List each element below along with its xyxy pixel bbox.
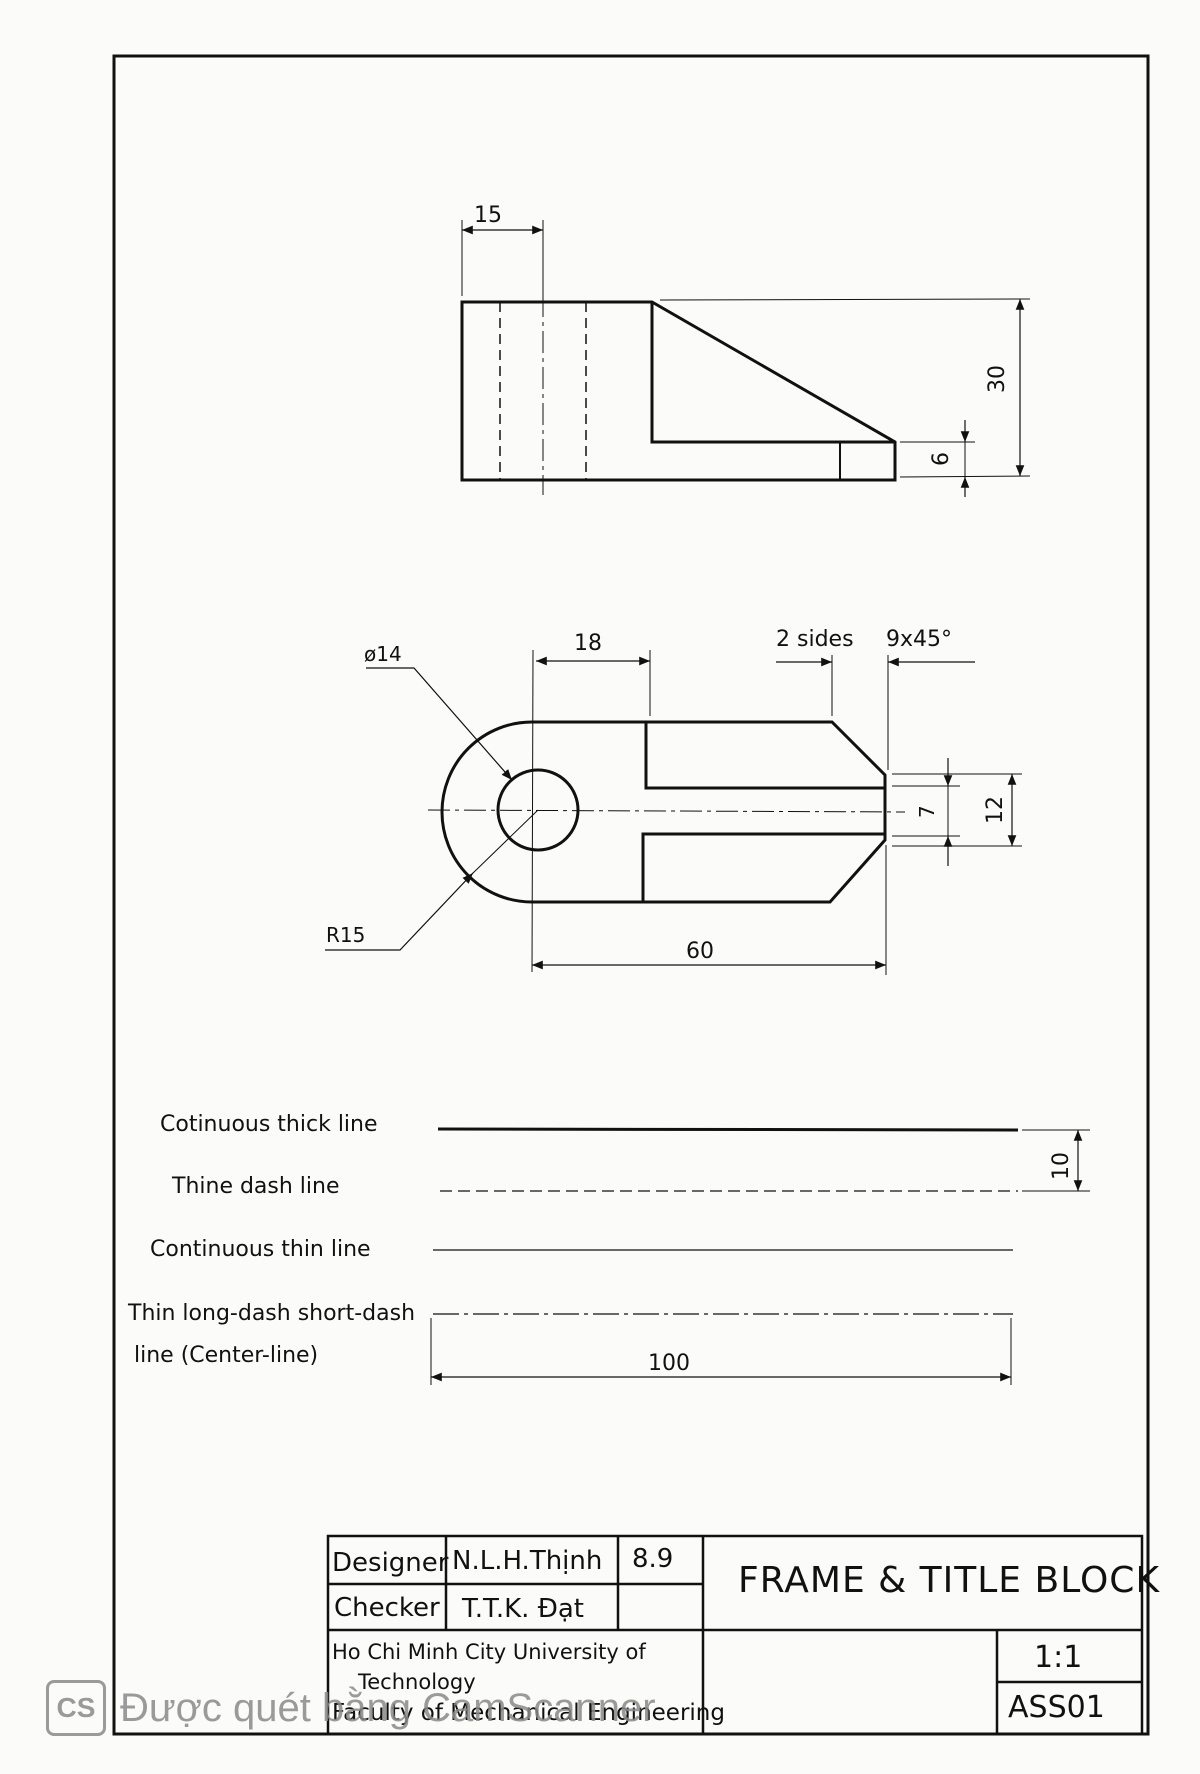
side-view — [460, 220, 1031, 497]
top-view-outline — [440, 720, 887, 904]
dim-text-18: 18 — [574, 631, 602, 656]
line-type-label: Thin long-dash short-dash — [127, 1301, 415, 1326]
dim-text-100: 100 — [648, 1351, 690, 1376]
side-view-outline — [460, 300, 897, 482]
center-line-vertical — [531, 649, 534, 973]
dim-text-10: 10 — [1049, 1152, 1074, 1180]
leader-dia-14 — [366, 667, 513, 781]
university-name-line2: Technology — [358, 1670, 476, 1694]
top-view — [325, 649, 1022, 975]
title-block-grid — [326, 1534, 1144, 1736]
sample-thick-line — [437, 1127, 1019, 1132]
side-view-slot-edge — [650, 302, 895, 444]
scanner-watermark: CS Được quét bằng CamScanner — [46, 1680, 656, 1736]
line-type-label: line (Center-line) — [134, 1343, 318, 1368]
dim-text-r15: R15 — [326, 923, 365, 947]
line-type-label: Continuous thin line — [150, 1237, 371, 1262]
center-line-horizontal — [427, 809, 906, 813]
score: 8.9 — [632, 1544, 674, 1574]
line-types — [430, 1127, 1090, 1385]
designer-name: N.L.H.Thịnh — [452, 1546, 603, 1576]
drawing-title: FRAME & TITLE BLOCK — [738, 1560, 1161, 1601]
designer-label: Designer — [332, 1548, 449, 1578]
line-type-label: Cotinuous thick line — [160, 1112, 378, 1137]
dim-text-2-sides: 2 sides — [776, 627, 854, 652]
hole — [496, 768, 580, 852]
dim-text-12: 12 — [983, 796, 1008, 824]
dim-text-6: 6 — [929, 452, 954, 466]
camscanner-logo-icon: CS — [46, 1680, 106, 1736]
faculty-name: Faculty of Mechanical Engineering — [332, 1700, 725, 1726]
dim-text-7: 7 — [915, 805, 939, 818]
checker-name: T.T.K. Đạt — [462, 1594, 584, 1624]
dim-text-30: 30 — [985, 365, 1010, 393]
drawing-number: ASS01 — [1008, 1690, 1105, 1725]
top-view-slot — [641, 722, 885, 902]
watermark-text: Được quét bằng CamScanner — [120, 1685, 656, 1730]
dim-text-15: 15 — [474, 203, 502, 228]
dim-text-60: 60 — [686, 939, 714, 964]
university-name: Ho Chi Minh City University of — [332, 1640, 646, 1664]
scale: 1:1 — [1034, 1640, 1083, 1675]
line-type-label: Thine dash line — [171, 1174, 340, 1199]
dim-text-dia-14: ø14 — [364, 642, 402, 666]
leader-r15 — [325, 872, 474, 951]
drawing-frame — [112, 54, 1150, 1736]
dim-text-chamfer: 9x45° — [886, 627, 952, 652]
checker-label: Checker — [334, 1593, 440, 1623]
